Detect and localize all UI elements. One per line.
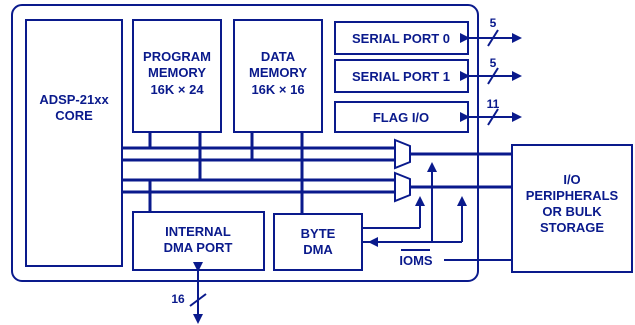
internal-dma-line2: DMA PORT	[164, 240, 233, 255]
program-memory-line1: PROGRAM	[143, 49, 211, 64]
serial-port-1-label: SERIAL PORT 1	[352, 69, 450, 84]
core-block: ADSP-21xx CORE	[25, 19, 123, 267]
peripherals-line2: PERIPHERALS	[526, 188, 619, 203]
serial-port-0-width: 5	[490, 16, 497, 30]
peripherals-block: I/O PERIPHERALS OR BULK STORAGE	[511, 144, 633, 273]
flag-io-label: FLAG I/O	[373, 110, 429, 125]
serial-port-0-label: SERIAL PORT 0	[352, 31, 450, 46]
byte-dma-line2: DMA	[303, 242, 333, 257]
program-memory-block: PROGRAM MEMORY 16K × 24	[132, 19, 222, 133]
internal-dma-line1: INTERNAL	[165, 224, 231, 239]
core-label-line1: ADSP-21xx	[39, 92, 109, 107]
serial-port-0-block: SERIAL PORT 0	[334, 21, 469, 55]
serial-port-1-block: SERIAL PORT 1	[334, 59, 469, 93]
peripherals-line1: I/O	[563, 172, 580, 187]
ioms-label: IOMS	[399, 253, 433, 268]
flag-io-width: 11	[487, 97, 500, 111]
flag-io-block: FLAG I/O	[334, 101, 469, 133]
core-label-line2: CORE	[55, 108, 93, 123]
data-memory-block: DATA MEMORY 16K × 16	[233, 19, 323, 133]
core-buses	[122, 132, 395, 214]
data-memory-line1: DATA	[261, 49, 296, 64]
byte-dma-block: BYTE DMA	[273, 213, 363, 271]
byte-dma-line1: BYTE	[301, 226, 336, 241]
internal-dma-block: INTERNAL DMA PORT	[132, 211, 265, 271]
internal-dma-width: 16	[171, 292, 185, 306]
data-memory-line2: MEMORY	[249, 65, 307, 80]
flag-io-bus-slash	[487, 108, 499, 126]
serial-port-0-bus-slash	[487, 29, 499, 47]
mux-lower	[394, 171, 411, 203]
mux-upper	[394, 138, 411, 170]
program-memory-size: 16K × 24	[150, 82, 204, 97]
peripherals-line4: STORAGE	[540, 220, 604, 235]
data-memory-size: 16K × 16	[251, 82, 304, 97]
serial-port-1-bus-slash	[487, 67, 499, 85]
peripherals-line3: OR BULK	[542, 204, 602, 219]
program-memory-line2: MEMORY	[148, 65, 206, 80]
internal-dma-bus-slash	[189, 293, 207, 307]
serial-port-1-width: 5	[490, 56, 497, 70]
